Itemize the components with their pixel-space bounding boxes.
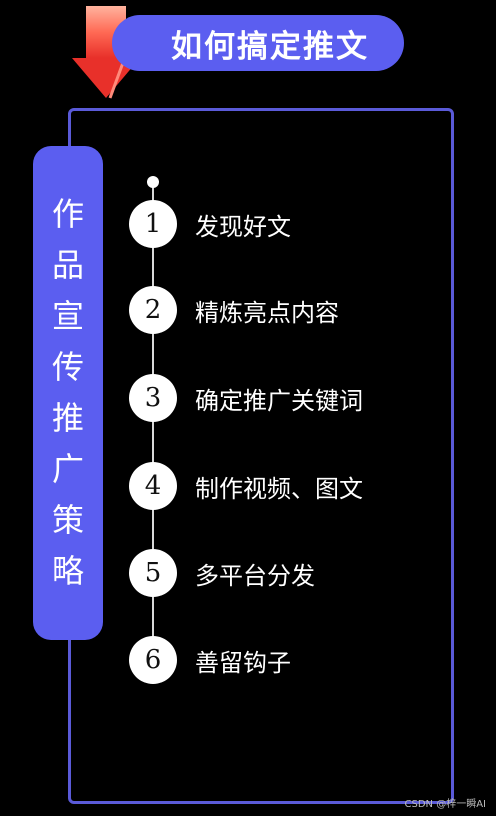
step-number: 6 xyxy=(129,636,177,684)
step-label: 精炼亮点内容 xyxy=(195,298,339,327)
step-label: 制作视频、图文 xyxy=(195,474,363,503)
side-label-char: 传 xyxy=(51,348,84,386)
side-label-char: 宣 xyxy=(51,297,84,335)
step-number: 4 xyxy=(129,462,177,510)
step-number: 3 xyxy=(129,374,177,422)
watermark: CSDN @梓一瞬AI xyxy=(404,799,486,810)
step-number: 5 xyxy=(129,549,177,597)
title-banner: 如何搞定推文 xyxy=(112,15,404,71)
step-item: 1 发现好文 xyxy=(129,200,291,248)
step-label: 发现好文 xyxy=(195,212,291,241)
side-label-char: 作 xyxy=(51,195,84,233)
step-item: 2 精炼亮点内容 xyxy=(129,286,339,334)
step-label: 善留钩子 xyxy=(195,648,291,677)
step-item: 3 确定推广关键词 xyxy=(129,374,363,422)
step-item: 5 多平台分发 xyxy=(129,549,315,597)
step-number: 1 xyxy=(129,200,177,248)
side-label-char: 策 xyxy=(51,501,84,539)
side-label-char: 品 xyxy=(51,246,84,284)
side-label-char: 推 xyxy=(51,399,84,437)
step-label: 多平台分发 xyxy=(195,561,315,590)
side-label-pill: 作 品 宣 传 推 广 策 略 xyxy=(33,146,103,640)
step-label: 确定推广关键词 xyxy=(195,386,363,415)
page-title: 如何搞定推文 xyxy=(171,28,369,65)
timeline-start-dot xyxy=(147,176,159,188)
step-item: 6 善留钩子 xyxy=(129,636,291,684)
side-label-char: 广 xyxy=(51,450,84,488)
step-number: 2 xyxy=(129,286,177,334)
side-label-char: 略 xyxy=(51,552,84,590)
step-item: 4 制作视频、图文 xyxy=(129,462,363,510)
